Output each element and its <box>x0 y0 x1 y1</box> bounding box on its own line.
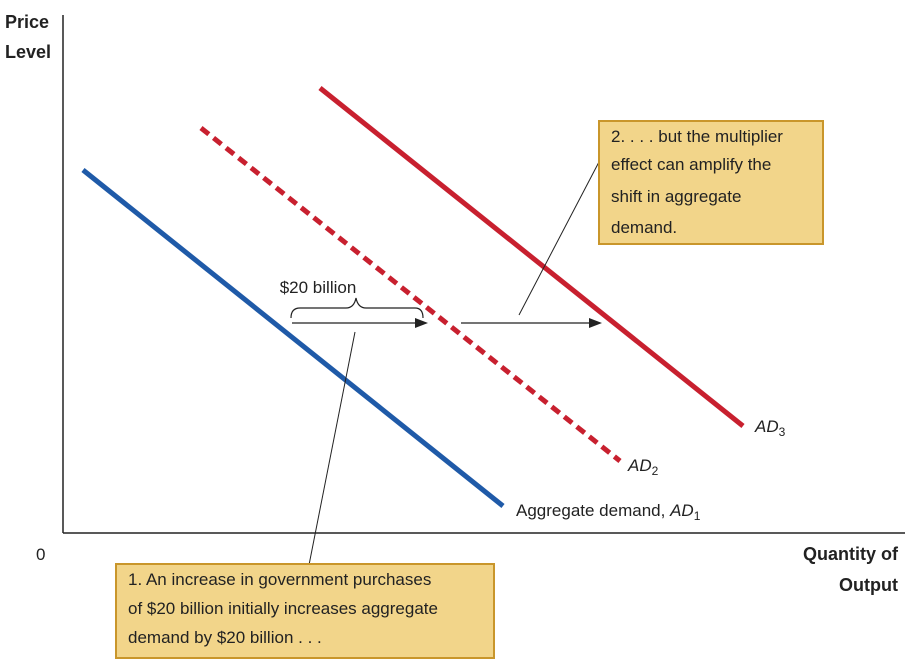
ad2-curve <box>199 126 622 463</box>
bottom-callout: 1. An increase in government purchases o… <box>115 563 495 659</box>
twenty-billion-brace <box>290 297 424 319</box>
ad3-curve <box>318 86 745 428</box>
top-callout-line1: 2. . . . but the multiplier <box>611 127 783 146</box>
y-axis-title-line1: Price <box>5 12 49 32</box>
origin-label: 0 <box>36 545 45 564</box>
ad3-label: AD3 <box>754 417 786 439</box>
top-callout-line3: shift in aggregate <box>611 187 741 206</box>
bottom-callout-line2: of $20 billion initially increases aggre… <box>128 599 438 618</box>
ad2-label: AD2 <box>627 456 659 478</box>
bottom-callout-line3: demand by $20 billion . . . <box>128 628 322 647</box>
ad1-label: Aggregate demand, AD1 <box>516 501 701 523</box>
top-callout-line4: demand. <box>611 218 677 237</box>
bottom-callout-line1: 1. An increase in government purchases <box>128 570 431 589</box>
top-callout: 2. . . . but the multiplier effect can a… <box>598 120 824 245</box>
ad1-curve <box>81 168 505 508</box>
y-axis-title-line2: Level <box>5 42 51 62</box>
multiplier-shift-arrowhead <box>589 318 602 328</box>
x-axis-title-line2: Output <box>839 575 898 595</box>
first-shift-arrowhead <box>415 318 428 328</box>
bracket-label: $20 billion <box>280 278 357 297</box>
x-axis-title-line1: Quantity of <box>803 544 899 564</box>
top-callout-leader <box>518 159 601 316</box>
top-callout-line2: effect can amplify the <box>611 155 771 174</box>
bottom-callout-leader <box>308 331 356 566</box>
